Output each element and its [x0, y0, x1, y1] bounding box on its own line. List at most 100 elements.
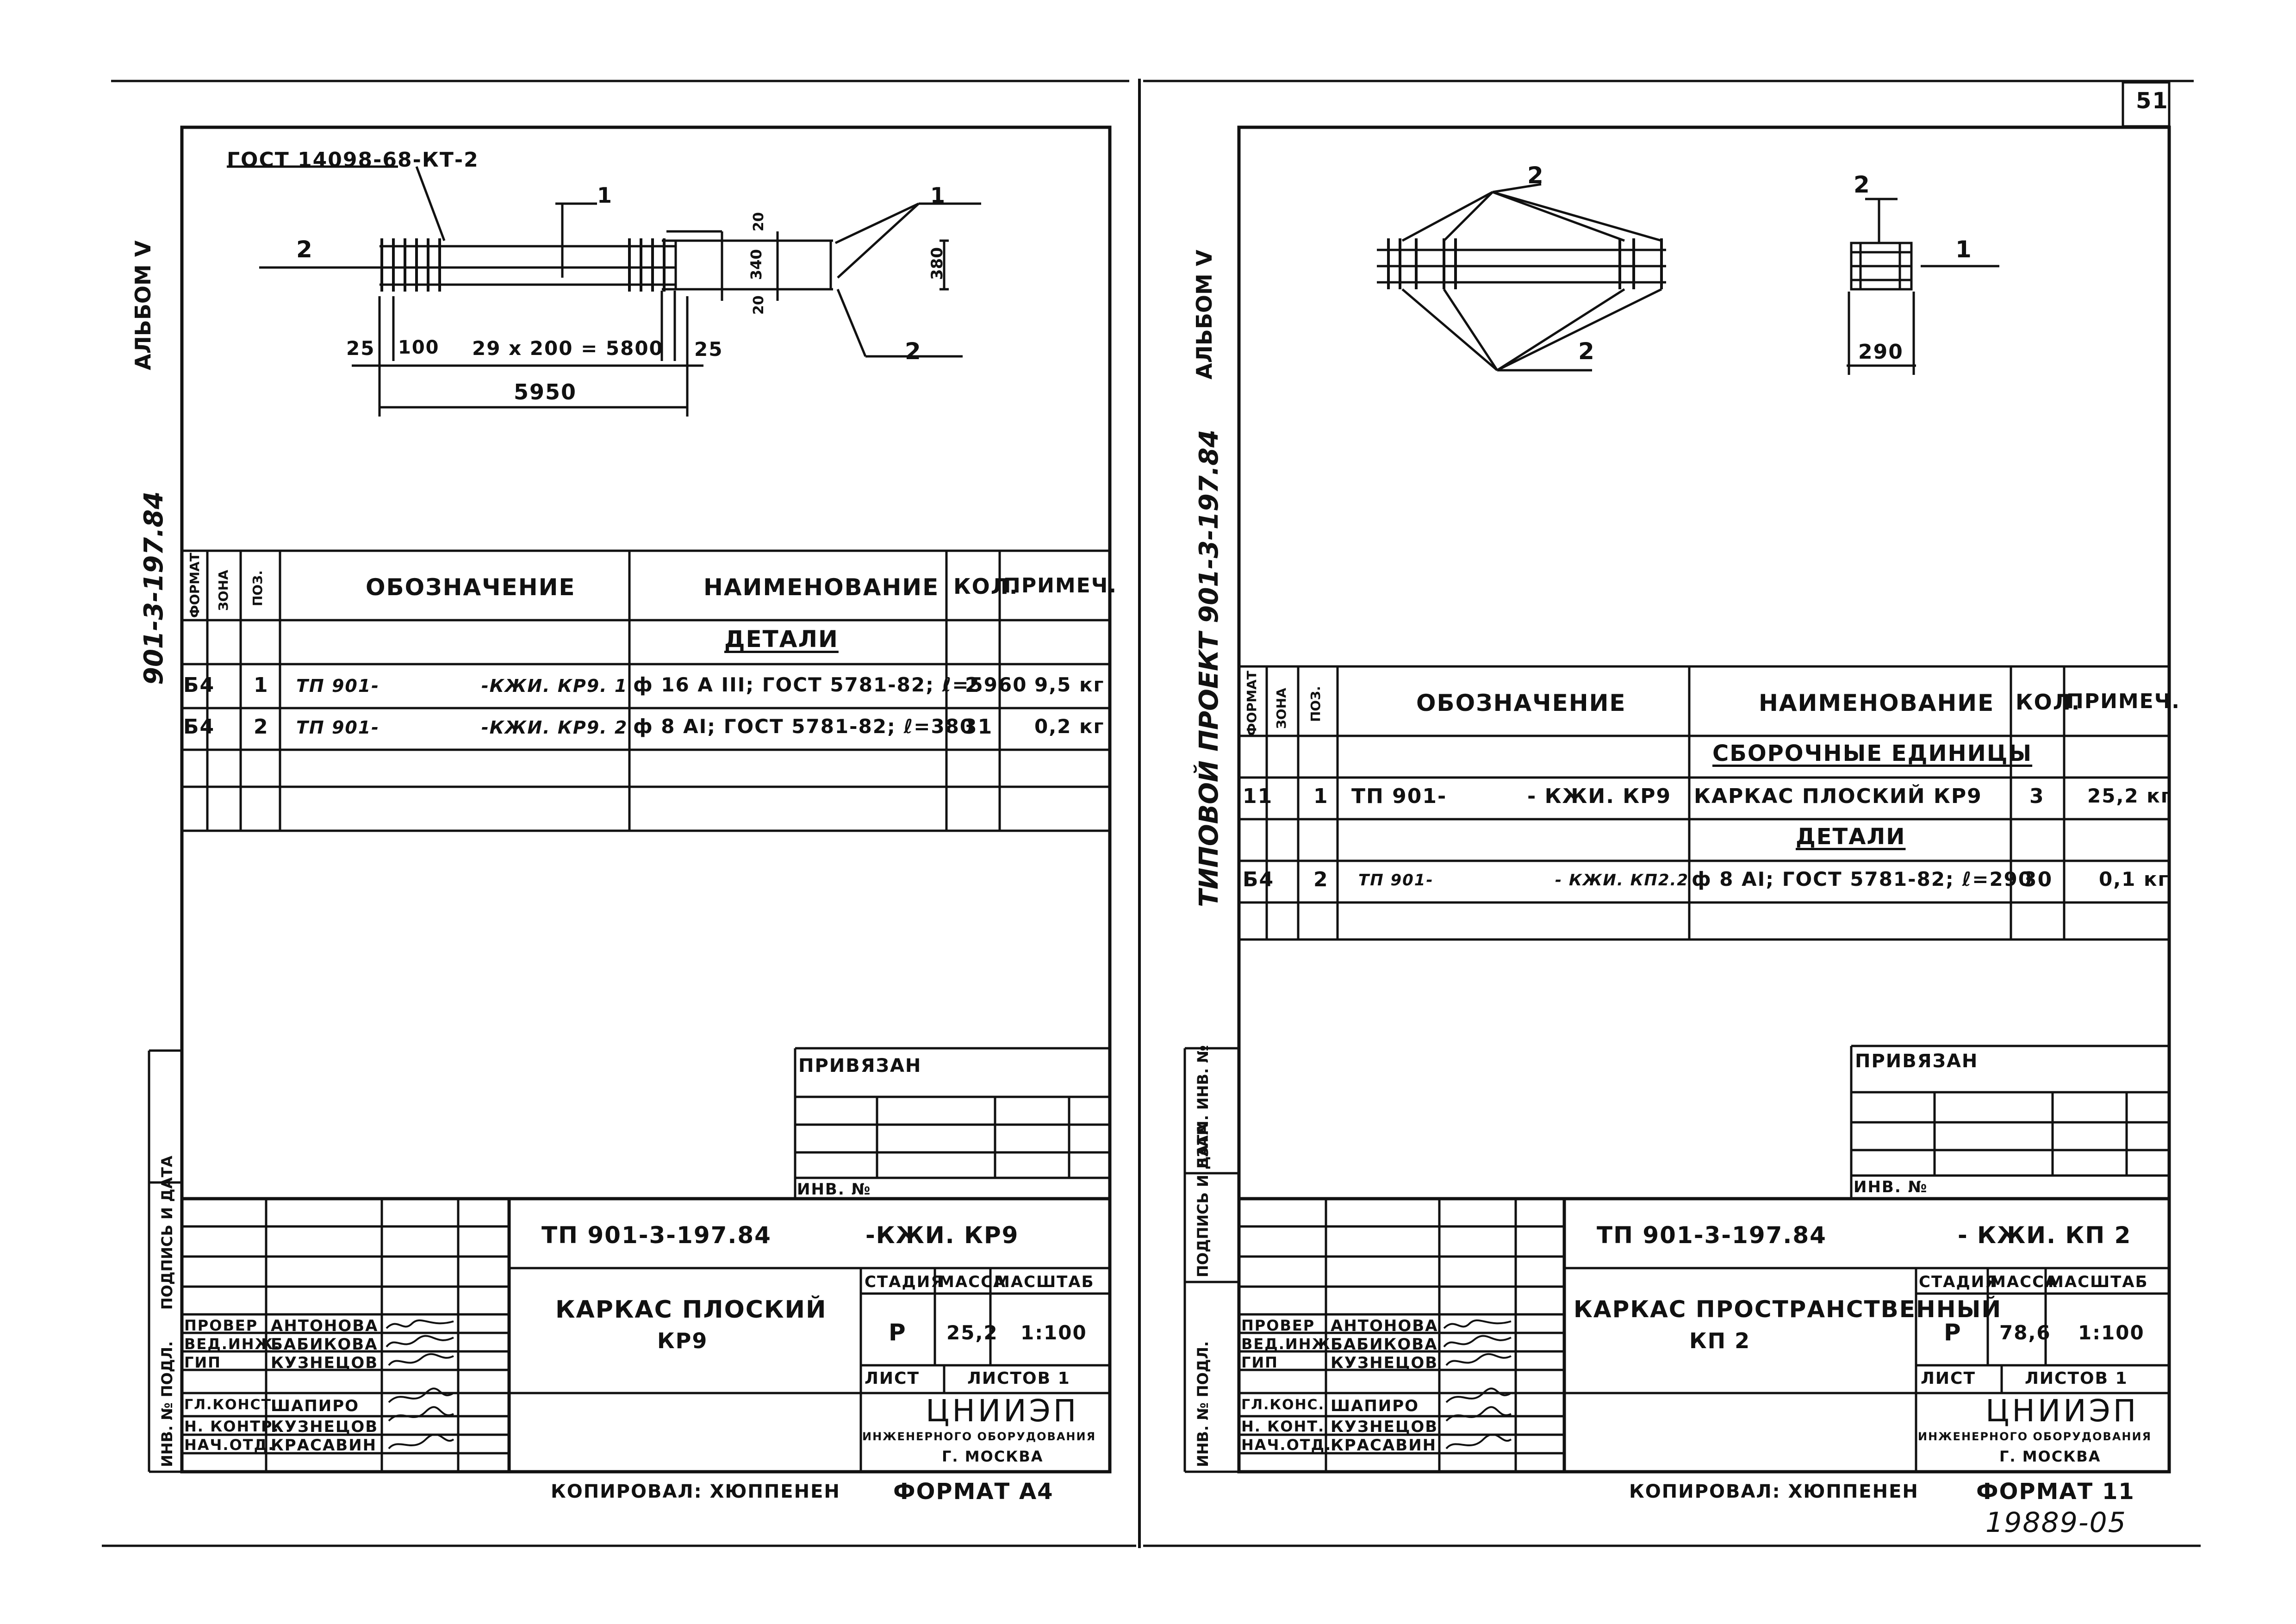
- copied-by: КОПИРОВАЛ: ХЮППЕНЕН: [551, 1481, 840, 1502]
- sheet-format: ФОРМАТ А4: [893, 1479, 1054, 1505]
- privyazan-label: ПРИВЯЗАН: [798, 1055, 922, 1076]
- role-label: Н. КОНТ.: [1241, 1418, 1325, 1435]
- organization-name: ЦНИИЭП: [926, 1393, 1079, 1429]
- stamp-title: КАРКАС ПЛОСКИЙ: [555, 1296, 827, 1324]
- side-label-sign: ПОДПИСЬ И ДАТА: [158, 1156, 176, 1310]
- signatory-name: КРАСАВИН: [271, 1436, 377, 1455]
- callout-pos-2: 2: [1527, 162, 1544, 189]
- scale-value: 1:100: [2078, 1321, 2145, 1344]
- inv-number-label: ИНВ. №: [797, 1180, 871, 1199]
- col-header-designation: ОБОЗНАЧЕНИЕ: [366, 574, 576, 601]
- album-label: АЛЬБОМ V: [1192, 249, 1217, 380]
- section-details: ДЕТАЛИ: [1796, 824, 1906, 850]
- col-header-pos: ПОЗ.: [1308, 686, 1323, 722]
- dim-380: 380: [928, 247, 946, 280]
- table-row-pos: 1: [254, 673, 269, 697]
- col-header-designation: ОБОЗНАЧЕНИЕ: [1416, 690, 1626, 716]
- table-row-format: Б4: [1243, 868, 1275, 891]
- scale-header: МАСШТАБ: [994, 1273, 1095, 1291]
- sheet-label: ЛИСТ: [865, 1369, 920, 1388]
- table-row-note: 0,1 кг: [2099, 868, 2169, 890]
- table-row-qty: 2: [965, 673, 980, 697]
- callout-pos-2: 2: [1854, 171, 1871, 198]
- role-label: ПРОВЕР: [1241, 1317, 1315, 1334]
- table-row-pos: 2: [1313, 868, 1329, 891]
- stamp-code-suffix: -КЖИ. КР9: [865, 1222, 1019, 1249]
- signatory-name: ШАПИРО: [271, 1397, 360, 1415]
- role-label: ГИП: [184, 1354, 221, 1371]
- table-row-designation: ТП 901-: [1351, 784, 1447, 808]
- table-row-note: 25,2 кг: [2087, 784, 2172, 807]
- table-row-designation: ТП 901-: [1358, 871, 1434, 890]
- signatory-name: АНТОНОВА: [1331, 1317, 1438, 1335]
- copied-by: КОПИРОВАЛ: ХЮППЕНЕН: [1629, 1481, 1919, 1502]
- table-row-designation-suffix: -КЖИ. КР9. 1: [481, 676, 628, 696]
- album-label: АЛЬБОМ V: [131, 240, 156, 370]
- col-header-pos: ПОЗ.: [250, 570, 265, 606]
- col-header-name: НАИМЕНОВАНИЕ: [1759, 690, 1995, 716]
- organization-city: Г. МОСКВА: [1999, 1448, 2101, 1465]
- role-label: ПРОВЕР: [184, 1317, 258, 1334]
- stamp-title: КАРКАС ПРОСТРАНСТВЕННЫЙ: [1574, 1296, 2002, 1323]
- project-number-vertical: ТИПОВОЙ ПРОЕКТ 901-3-197.84: [1194, 429, 1224, 907]
- col-header-qty: КОЛ.: [2016, 690, 2081, 715]
- sheets-label: ЛИСТОВ 1: [967, 1369, 1070, 1388]
- right-frame-drawing: [1377, 183, 1999, 375]
- col-header-name: НАИМЕНОВАНИЕ: [703, 574, 940, 601]
- section-details: ДЕТАЛИ: [724, 626, 839, 653]
- dim-25: 25: [694, 338, 723, 361]
- organization-subtitle: ИНЖЕНЕРНОГО ОБОРУДОВАНИЯ: [1918, 1430, 2152, 1443]
- handwritten-signatures: [1443, 1319, 1512, 1450]
- stamp-code-suffix: - КЖИ. КП 2: [1958, 1222, 2132, 1249]
- col-header-note: ПРИМЕЧ.: [2066, 690, 2181, 713]
- role-label: ВЕД.ИНЖ.: [1241, 1335, 1338, 1353]
- gost-label: ГОСТ 14098-68-КТ-2: [227, 148, 479, 172]
- dim-20: 20: [751, 212, 767, 231]
- dim-total: 5950: [514, 380, 577, 404]
- handwritten-signatures: [386, 1319, 454, 1450]
- table-row-designation: ТП 901-: [296, 676, 380, 696]
- stage-header: СТАДИЯ: [1919, 1273, 1998, 1291]
- role-label: НАЧ.ОТД.: [1241, 1436, 1332, 1454]
- signatory-name: АНТОНОВА: [271, 1317, 379, 1335]
- role-label: ГИП: [1241, 1354, 1278, 1371]
- organization-subtitle: ИНЖЕНЕРНОГО ОБОРУДОВАНИЯ: [862, 1430, 1096, 1443]
- table-row-name: КАРКАС ПЛОСКИЙ КР9: [1694, 784, 1982, 808]
- col-header-zone: ЗОНА: [1274, 688, 1289, 729]
- inv-number-label: ИНВ. №: [1854, 1178, 1928, 1196]
- stage-header: СТАДИЯ: [865, 1273, 944, 1291]
- signatory-name: КУЗНЕЦОВ: [271, 1354, 379, 1372]
- table-row-designation-suffix: - КЖИ. КР9: [1527, 784, 1672, 808]
- mass-value: 78,6: [1999, 1321, 2051, 1344]
- table-row-name: ф 8 АI; ГОСТ 5781-82; ℓ=380: [633, 715, 975, 738]
- table-row-name: ф 8 АI; ГОСТ 5781-82; ℓ=290: [1692, 868, 2033, 890]
- table-row-qty: 30: [2022, 868, 2053, 891]
- table-row-qty: 3: [2029, 784, 2045, 808]
- dim-25: 25: [346, 337, 375, 360]
- stamp-title-line2: КР9: [657, 1328, 708, 1353]
- col-header-format: ФОРМАТ: [187, 553, 202, 618]
- role-label: ВЕД.ИНЖ.: [184, 1335, 280, 1353]
- callout-pos-1: 1: [597, 183, 613, 208]
- col-header-format: ФОРМАТ: [1244, 671, 1259, 736]
- table-row-qty: 31: [963, 715, 993, 739]
- signatory-name: КУЗНЕЦОВ: [1331, 1354, 1438, 1372]
- privyazan-label: ПРИВЯЗАН: [1855, 1051, 1979, 1072]
- sheet-label: ЛИСТ: [1921, 1369, 1976, 1388]
- signatory-name: ШАПИРО: [1331, 1397, 1419, 1415]
- table-row-note: 0,2 кг: [1034, 715, 1105, 738]
- table-row-format: Б4: [183, 715, 215, 739]
- signatory-name: КУЗНЕЦОВ: [1331, 1418, 1438, 1436]
- col-header-note: ПРИМЕЧ.: [1003, 574, 1118, 597]
- table-row-pos: 1: [1313, 784, 1329, 808]
- section-assemblies: СБОРОЧНЫЕ ЕДИНИЦЫ: [1712, 740, 2033, 766]
- mass-header: МАССА: [1990, 1273, 2058, 1291]
- page-number: 51: [2136, 88, 2169, 114]
- sheet-format: ФОРМАТ 11: [1976, 1479, 2135, 1505]
- archive-number: 19889-05: [1985, 1506, 2127, 1539]
- organization-city: Г. МОСКВА: [942, 1448, 1044, 1465]
- table-row-pos: 2: [254, 715, 269, 739]
- callout-pos-2: 2: [1578, 338, 1595, 365]
- role-label: ГЛ.КОНСТ.: [184, 1397, 278, 1413]
